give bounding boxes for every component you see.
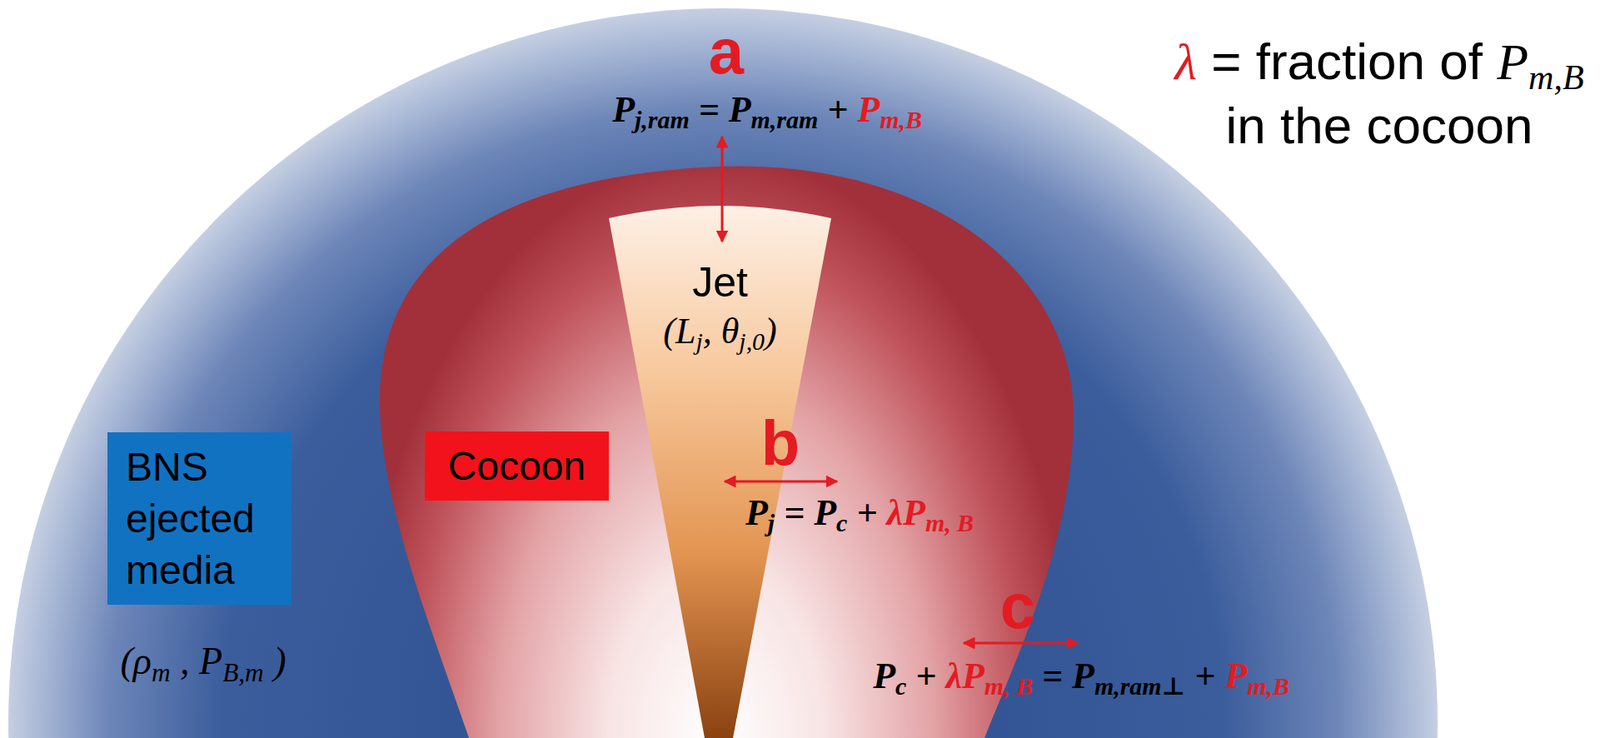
text-run: j (767, 508, 775, 537)
text-run: P (745, 492, 768, 534)
text-run: in the cocoon (1226, 96, 1534, 155)
text-run: m (151, 657, 171, 688)
pressure-balance-equation: Pj,ram = Pm,ram + Pm,B (612, 91, 923, 129)
text-run: Jet (692, 259, 748, 306)
text-run: Cocoon (448, 443, 586, 489)
text-run: m,B (1246, 672, 1290, 700)
interface-letter: a (708, 19, 744, 84)
interface-letter: c (1000, 574, 1036, 639)
text-run: c (836, 508, 848, 537)
text-run: + (906, 655, 946, 697)
cocoon-region (379, 165, 1074, 738)
text-run: + (1185, 655, 1225, 697)
interface-arrow (724, 480, 838, 484)
jet-shape (608, 205, 832, 738)
ejecta-parameters: (ρm , PB,m ) (120, 642, 287, 681)
text-run: j,0 (738, 327, 765, 355)
text-run: (ρ (120, 639, 152, 683)
text-run: b (761, 407, 800, 479)
text-run: c (895, 672, 907, 700)
text-run: m, B (925, 508, 974, 537)
text-run: λ (1174, 33, 1197, 90)
text-run: m,ram⊥ (1094, 672, 1186, 700)
text-run: = P (774, 492, 837, 534)
interface-letter: b (761, 411, 800, 475)
text-run: j,ram (634, 105, 690, 134)
text-run: a (708, 15, 744, 87)
ejecta-label-box: BNS ejected media (107, 432, 292, 605)
text-run: BNS ejected media (125, 444, 255, 593)
text-run: + (817, 89, 858, 130)
text-run: c (1000, 570, 1036, 642)
text-run: m,B (1528, 57, 1585, 97)
text-run: m,B (879, 105, 923, 134)
text-run: j (695, 327, 703, 355)
cocoon-label-box: Cocoon (424, 431, 609, 501)
text-run: P (872, 655, 896, 697)
text-run: ) (264, 639, 287, 683)
text-run: λP (886, 492, 925, 534)
text-run: P (1224, 655, 1247, 697)
region-name: Cocoon (448, 443, 586, 490)
definition-note: λ = fraction of Pm,B in the cocoon (1171, 29, 1587, 157)
text-run: + (847, 492, 887, 534)
text-run: P (857, 89, 880, 130)
text-run: P (612, 89, 635, 130)
text-run: B,m (222, 657, 265, 688)
jet-parameters: (Lj, θj,0) (608, 306, 832, 357)
text-run: m,ram (751, 105, 819, 134)
interface-arrow (963, 642, 1078, 645)
text-run: ) (764, 310, 778, 352)
text-run: λP (945, 655, 984, 697)
text-run: = P (1032, 655, 1095, 697)
jet-title: Jet (608, 258, 832, 307)
pressure-balance-equation: Pj = Pc + λPm, B (745, 494, 974, 532)
text-run: (L (662, 310, 696, 352)
text-run: = fraction of (1196, 32, 1497, 90)
text-run: , P (170, 639, 224, 683)
text-run: , θ (702, 310, 740, 352)
region-name: BNS ejected media (125, 441, 274, 597)
interface-arrow (721, 136, 724, 242)
pressure-balance-equation: Pc + λPm, B = Pm,ram⊥ + Pm,B (872, 657, 1290, 695)
text-run: m, B (984, 672, 1033, 700)
ejecta-region (8, 8, 1438, 738)
text-run: P (1496, 33, 1529, 90)
text-run: = P (689, 89, 752, 130)
